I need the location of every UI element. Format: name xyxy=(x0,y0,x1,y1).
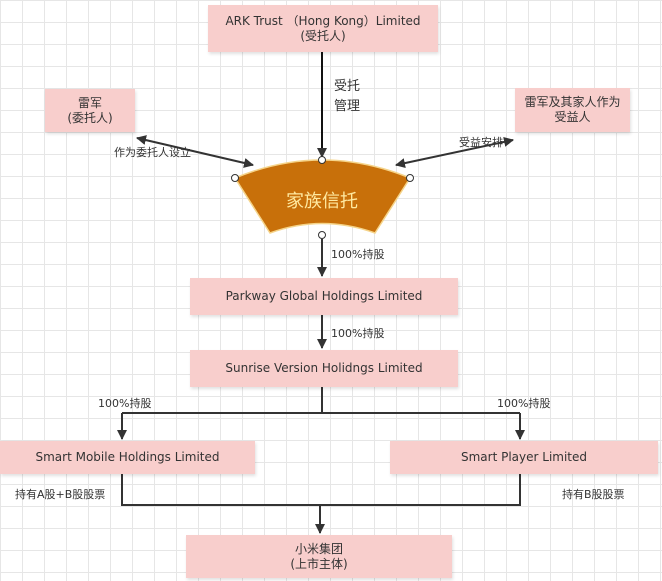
trust-mgmt-line2: 管理 xyxy=(334,99,361,114)
xiaomi-role: (上市主体) xyxy=(290,556,348,571)
edge-label-player-xiaomi: 持有B股股票 xyxy=(562,488,625,501)
beneficiary-node: 雷军及其家人作为 受益人 xyxy=(515,88,630,132)
handle-left xyxy=(231,174,239,182)
edge-label-sunrise-player: 100%持股 xyxy=(497,397,551,410)
sunrise-node: Sunrise Version Holidngs Limited xyxy=(190,350,458,387)
xiaomi-node: 小米集团 (上市主体) xyxy=(186,535,452,578)
edge-label-trust-mgmt: 受托 管理 xyxy=(334,77,360,117)
edge-label-settlor: 作为委托人设立 xyxy=(114,146,191,159)
smart-mobile-node: Smart Mobile Holdings Limited xyxy=(0,441,255,474)
xiaomi-name: 小米集团 xyxy=(294,541,343,556)
edge-label-trust-parkway: 100%持股 xyxy=(331,248,385,261)
trustee-node: ARK Trust （Hong Kong）Limited (受托人) xyxy=(208,5,438,52)
sunrise-label: Sunrise Version Holidngs Limited xyxy=(225,361,423,375)
edge-label-benefit: 受益安排 xyxy=(459,136,503,149)
arrow-sunrise-split xyxy=(122,387,520,414)
settlor-role: (委托人) xyxy=(67,110,113,125)
settlor-node: 雷军 (委托人) xyxy=(45,89,135,132)
handle-top xyxy=(318,156,326,164)
parkway-label: Parkway Global Holdings Limited xyxy=(225,289,423,303)
parkway-node: Parkway Global Holdings Limited xyxy=(190,278,458,315)
handle-bottom xyxy=(318,231,326,239)
family-trust-label: 家族信托 xyxy=(286,191,358,212)
settlor-name: 雷军 xyxy=(77,95,102,110)
smart-mobile-label: Smart Mobile Holdings Limited xyxy=(35,450,220,464)
trustee-name: ARK Trust （Hong Kong）Limited xyxy=(225,13,421,28)
edge-label-mobile-xiaomi: 持有A股+B股股票 xyxy=(15,488,106,501)
trust-mgmt-line1: 受托 xyxy=(334,79,361,94)
smart-player-label: Smart Player Limited xyxy=(460,450,588,464)
arrow-settlor-trust xyxy=(136,135,254,168)
edge-label-sunrise-mobile: 100%持股 xyxy=(98,397,152,410)
arrow-merge xyxy=(121,474,521,506)
edge-label-parkway-sunrise: 100%持股 xyxy=(331,327,385,340)
smart-player-node: Smart Player Limited xyxy=(390,441,658,474)
handle-right xyxy=(406,174,414,182)
beneficiary-line1: 雷军及其家人作为 xyxy=(524,95,621,109)
beneficiary-line2: 受益人 xyxy=(554,110,591,124)
arrow-beneficiary-trust xyxy=(395,136,514,169)
trustee-role: (受托人) xyxy=(300,28,346,43)
